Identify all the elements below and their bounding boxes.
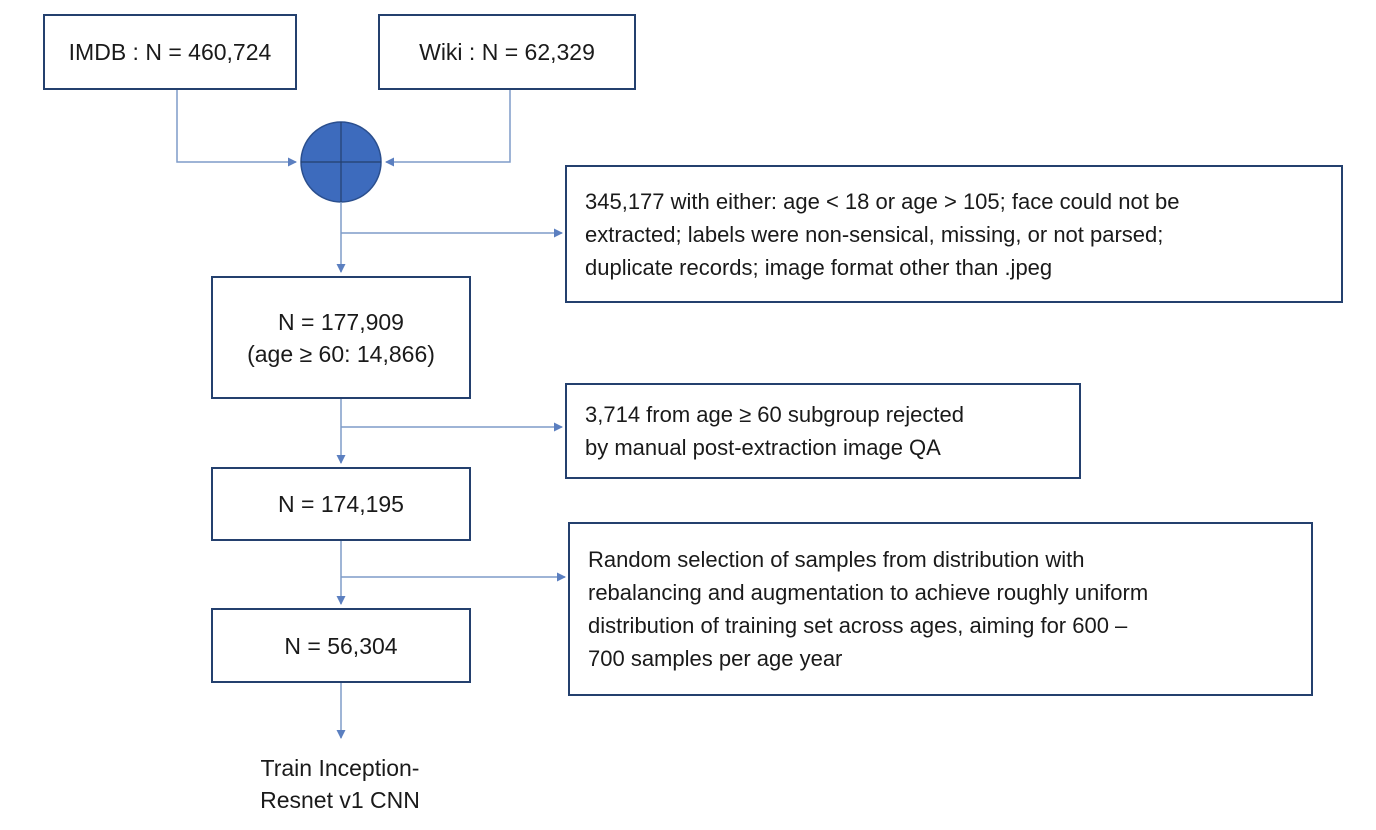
connector-imdb-to-merge [176, 90, 297, 167]
exclusion-1-line-1: 345,177 with either: age < 18 or age > 1… [585, 188, 1180, 214]
source-label-wiki: Wiki : N = 62,329 [419, 38, 595, 65]
stage-3-count: N = 56,304 [284, 632, 398, 659]
merge-node-icon [300, 121, 382, 203]
outcome-line-1: Train Inception- [260, 755, 420, 781]
exclusion-2-line-2: by manual post-extraction image QA [585, 435, 941, 460]
source-box-wiki: Wiki : N = 62,329 [378, 14, 636, 90]
connector-wiki-to-merge [385, 90, 511, 167]
stage-box-1: N = 177,909 (age ≥ 60: 14,866) [211, 276, 471, 399]
exclusion-1-line-2: extracted; labels were non-sensical, mis… [585, 221, 1164, 247]
exclusion-3-line-2: rebalancing and augmentation to achieve … [588, 580, 1149, 605]
stage-2-count: N = 174,195 [278, 491, 404, 517]
exclusion-box-1: 345,177 with either: age < 18 or age > 1… [565, 165, 1343, 303]
stage-box-2: N = 174,195 [211, 467, 471, 541]
exclusion-box-3: Random selection of samples from distrib… [568, 522, 1313, 696]
exclusion-3-line-4: 700 samples per age year [588, 646, 843, 671]
stage-1-count: N = 177,909 [278, 308, 404, 335]
stage-box-3: N = 56,304 [211, 608, 471, 683]
exclusion-1-line-3: duplicate records; image format other th… [585, 254, 1053, 280]
exclusion-3-line-1: Random selection of samples from distrib… [588, 547, 1085, 572]
source-box-imdb: IMDB : N = 460,724 [43, 14, 297, 90]
outcome-line-2: Resnet v1 CNN [260, 787, 420, 813]
outcome-label: Train Inception- Resnet v1 CNN [210, 752, 470, 816]
exclusion-box-2: 3,714 from age ≥ 60 subgroup rejected by… [565, 383, 1081, 479]
exclusion-2-line-1: 3,714 from age ≥ 60 subgroup rejected [585, 402, 964, 427]
exclusion-3-line-3: distribution of training set across ages… [588, 613, 1128, 638]
stage-1-subgroup: (age ≥ 60: 14,866) [247, 340, 435, 367]
source-label-imdb: IMDB : N = 460,724 [68, 38, 272, 65]
